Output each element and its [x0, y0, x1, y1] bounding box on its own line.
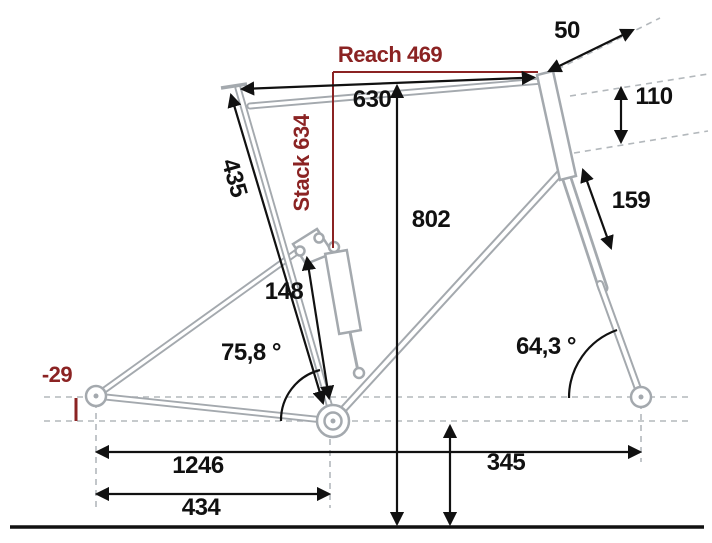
dimension-labels: Reach 469 Stack 634 630 50 110 159 435 8… [42, 17, 673, 521]
dim-fork [580, 167, 614, 251]
dim-fork-offset [547, 28, 635, 73]
dim-top-tube [239, 70, 537, 96]
bb-height-label: 345 [487, 449, 526, 476]
rocker-pivot-rear [294, 245, 306, 257]
stack-label: Stack 634 [289, 113, 314, 211]
headtube-bottom-reference [573, 130, 709, 154]
headtube-top-reference [569, 73, 709, 97]
seat-angle-label: 75,8 ° [221, 339, 281, 366]
down-tube-core [337, 170, 563, 416]
seat-tube-label: 435 [216, 156, 253, 201]
bottom-bracket-center [330, 418, 336, 424]
fork-upper-core [563, 173, 606, 291]
dim-shock [301, 255, 335, 401]
fork-length-label: 159 [612, 187, 651, 214]
wheelbase-label: 1246 [172, 452, 224, 479]
frame-drawing [84, 69, 653, 439]
rear-axle-center [93, 393, 99, 399]
head-tube [535, 69, 578, 182]
shock-label: 148 [265, 278, 304, 305]
dimension-arrows [10, 28, 704, 529]
standover-label: 802 [412, 206, 451, 233]
rear-shock-shaft [348, 331, 360, 372]
head-angle-arc [567, 328, 618, 399]
seatpost-top [220, 82, 248, 90]
head-tube-label: 110 [635, 83, 672, 110]
reach-label: Reach 469 [338, 42, 443, 67]
chainstay-label: 434 [182, 494, 222, 521]
chainstay-tube-core [94, 394, 335, 423]
fork-lower-core [598, 282, 643, 399]
fork-offset-label: 50 [554, 17, 580, 44]
rocker-pivot-front [313, 232, 325, 244]
rear-shock-body [323, 248, 363, 336]
front-axle-center [638, 394, 644, 400]
seat-angle-arc [279, 368, 321, 422]
head-angle-label: 64,3 ° [516, 333, 576, 360]
bb-drop-label: -29 [42, 362, 73, 387]
seatstay-tube-core [94, 247, 303, 398]
shock-eyelet-bottom [352, 366, 366, 380]
top-tube-label: 630 [353, 86, 392, 113]
